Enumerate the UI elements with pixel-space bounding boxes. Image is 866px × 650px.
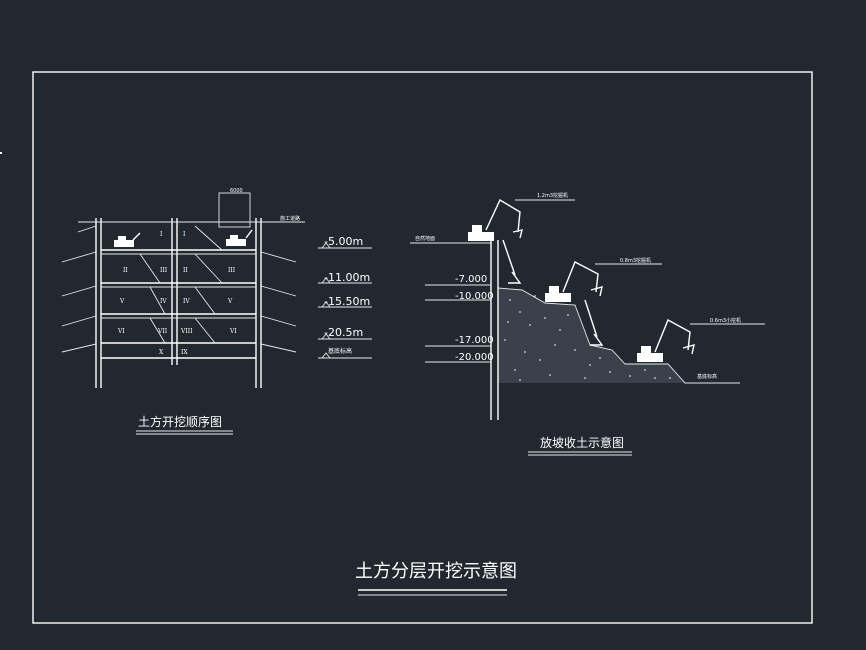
excavator-icon (468, 199, 523, 284)
step-label: II (123, 267, 128, 274)
level-label: -17.000 (455, 335, 494, 346)
anchor-right-1 (260, 251, 297, 263)
slope-line (149, 286, 166, 315)
anchor-left-1 (61, 251, 97, 263)
step-label: III (160, 267, 168, 274)
step-label: III (228, 267, 236, 274)
excavator-label: 0.6m3小挖机 (710, 317, 741, 324)
slope-line (194, 317, 216, 344)
excavation-sequence-diagram: 6000 I I II III II III V IV IV V VI VII … (61, 188, 372, 435)
soil-speckle (504, 295, 671, 381)
anchor-left-3 (61, 315, 97, 327)
slope-excavation-diagram: 自然地面 -7.000 -10.000 -17.000 -20.000 1.2m… (410, 192, 765, 456)
step-label: VII (157, 328, 168, 335)
elevation-mark: 基底标高 (318, 347, 372, 359)
right-diagram-title: 放坡收土示意图 (540, 435, 624, 450)
slope-line (139, 253, 161, 284)
elevation-mark: -15.50m (318, 295, 372, 308)
step-label: I (183, 231, 186, 238)
elevation-mark: -11.00m (318, 271, 372, 284)
elevation-mark: -20.5m (318, 326, 372, 340)
soil-mass (498, 288, 685, 383)
step-label: VI (229, 328, 237, 335)
slope-line (194, 225, 223, 251)
slope-line (149, 317, 166, 344)
svg-text:基底标高: 基底标高 (328, 347, 352, 355)
svg-text:-20.5m: -20.5m (324, 326, 363, 339)
drawing-frame (32, 71, 813, 624)
anchor-left-4 (61, 343, 97, 353)
top-dimension-label: 6000 (230, 188, 243, 194)
svg-text:-5.00m: -5.00m (324, 235, 363, 248)
step-label: V (227, 298, 233, 305)
step-label: II (183, 267, 188, 274)
excavator-icon (545, 261, 604, 346)
step-label: VI (117, 328, 125, 335)
excavator-icon (226, 229, 253, 246)
base-label: 基底标高 (697, 373, 717, 380)
ramp-dimension-box (218, 192, 251, 228)
step-label: X (159, 349, 164, 356)
anchor-right-2 (260, 285, 297, 297)
level-label: -7.000 (455, 274, 487, 285)
anchor-right-3 (260, 315, 297, 327)
step-label: V (119, 298, 125, 305)
step-label: IV (160, 298, 167, 305)
ground-label: 自然地面 (415, 235, 435, 242)
step-label: VIII (180, 328, 193, 335)
excavator-icon (637, 319, 695, 362)
left-diagram-title: 土方开挖顺序图 (138, 414, 222, 429)
anchor-left-2 (61, 285, 97, 297)
level-label: -10.000 (455, 291, 494, 302)
excavator-label: 0.8m3挖掘机 (620, 257, 651, 264)
step-label: I (160, 231, 163, 238)
slope-outline (497, 287, 740, 384)
excavator-label: 1.2m3挖掘机 (537, 192, 568, 199)
step-label: IV (183, 298, 190, 305)
level-label: -20.000 (455, 352, 494, 363)
anchor-right-4 (260, 343, 297, 353)
slope-line (194, 286, 216, 315)
step-label: IX (181, 349, 188, 356)
elevation-mark: -5.00m (318, 235, 372, 249)
main-title: 土方分层开挖示意图 (355, 561, 517, 582)
excavator-icon (114, 232, 141, 247)
anchor-left-0 (77, 225, 97, 233)
svg-text:-11.00m: -11.00m (324, 271, 370, 284)
ground-note: 施工道路 (280, 215, 300, 222)
svg-text:-15.50m: -15.50m (324, 295, 370, 308)
cursor-mark (0, 152, 2, 154)
slope-line (194, 253, 223, 284)
